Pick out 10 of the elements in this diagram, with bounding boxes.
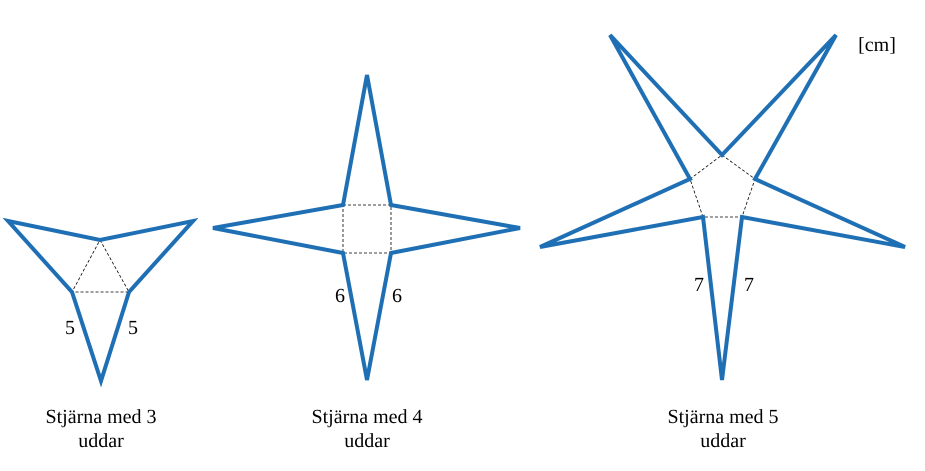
star-caption: Stjärna med 3 uddar [44,405,158,453]
dimension-label: 7 [694,273,704,297]
unit-label: [cm] [858,33,896,57]
dimension-label: 5 [128,316,138,340]
dimension-label: 6 [392,284,402,308]
dimension-label: 5 [65,316,75,340]
star-caption: Stjärna med 4 uddar [310,405,424,453]
dimension-label: 7 [744,273,754,297]
dimension-label: 6 [335,284,345,308]
star-caption: Stjärna med 5 uddar [666,405,780,453]
